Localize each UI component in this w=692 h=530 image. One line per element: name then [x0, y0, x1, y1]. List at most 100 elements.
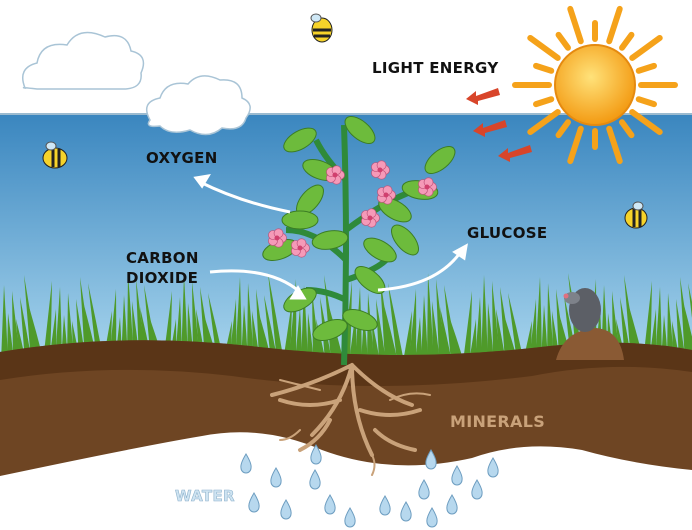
water-drop [379, 495, 391, 516]
grass-blade [448, 313, 464, 362]
grass-blade [20, 297, 32, 362]
grass-blade [529, 299, 537, 362]
sun-ray [606, 125, 623, 165]
grass-blade [547, 283, 554, 362]
grass-blade [463, 291, 472, 362]
grass-blade [388, 283, 404, 362]
process-arrows [193, 173, 468, 300]
cloud [22, 31, 145, 90]
label-carbon-dioxide: CARBON DIOXIDE [126, 248, 199, 288]
sun-ray [555, 31, 571, 51]
flower [291, 238, 310, 258]
mole [556, 288, 624, 360]
water-drop [270, 467, 282, 488]
sun-ray [527, 109, 561, 136]
sun-ray [533, 96, 555, 108]
grass-blade [481, 275, 488, 362]
grass-blade [496, 309, 506, 362]
leaf [363, 237, 397, 263]
grass-blade [684, 305, 692, 362]
water-drops [240, 444, 499, 528]
flower [377, 185, 396, 205]
leaf [281, 210, 319, 230]
grass-blade [295, 307, 302, 362]
grass-blade [487, 303, 494, 362]
sun-ray [533, 62, 555, 74]
water-drop [280, 499, 292, 520]
label-glucose: GLUCOSE [467, 224, 548, 242]
water-drop [400, 501, 412, 522]
grass-blade [7, 313, 14, 362]
grass-blade [415, 317, 422, 362]
grass-blade [508, 293, 524, 362]
label-carbon-dioxide-line1: CARBON [126, 249, 199, 267]
sun-ray [619, 31, 635, 51]
water-drop [248, 492, 260, 513]
leaf [424, 146, 456, 174]
grass-blade [432, 301, 440, 362]
sun-ray [555, 119, 571, 139]
water-drop [426, 507, 438, 528]
grass-blade [475, 297, 482, 362]
sun-ray [527, 34, 561, 61]
grass-blade [688, 283, 692, 319]
grass-blade [667, 293, 674, 362]
grass-blade [384, 305, 398, 362]
flower [418, 177, 437, 197]
leaf [312, 319, 348, 341]
grass-blade [247, 283, 254, 362]
flower [326, 165, 345, 185]
leaf [283, 127, 317, 153]
sun-ray [606, 5, 623, 45]
label-water: WATER [175, 487, 235, 506]
water-drop [451, 465, 463, 486]
water-drop [324, 494, 336, 515]
water-drop [309, 469, 321, 490]
bee [310, 13, 333, 43]
grass-blade [307, 313, 314, 362]
grass-blade [469, 319, 477, 362]
grass-blade [676, 299, 686, 362]
grass-blade [372, 321, 380, 362]
grass-blade [361, 315, 368, 362]
grass-blade [440, 307, 452, 362]
water-drop [418, 479, 430, 500]
sun-ray [567, 5, 584, 45]
water-drop [487, 457, 499, 478]
leaf [311, 230, 349, 250]
grass-blade [427, 273, 434, 362]
sun-ray [567, 125, 584, 165]
grass-blade [655, 287, 662, 362]
sun-ray [629, 34, 663, 61]
water-drop [471, 479, 483, 500]
grass-blade [127, 273, 134, 362]
grass-blade [268, 273, 284, 362]
leaf [342, 309, 378, 331]
grass-blade [421, 295, 428, 362]
sun [512, 5, 678, 165]
light-energy-arrows [466, 88, 532, 162]
flower [371, 160, 390, 180]
grass-blade [181, 275, 188, 362]
grass-blade [301, 285, 308, 362]
grass-blade [264, 295, 278, 362]
sun-ray [635, 62, 657, 74]
water-drop [425, 449, 437, 470]
water-drop [240, 453, 252, 474]
cloud [145, 75, 251, 136]
grass-blade [43, 281, 52, 362]
plant [262, 116, 456, 366]
grass-blade [55, 287, 62, 362]
flower [268, 228, 287, 248]
label-minerals: MINERALS [450, 412, 546, 431]
bee [624, 201, 648, 229]
bee [42, 141, 68, 169]
grass-blade [409, 289, 417, 362]
grass-blade [283, 301, 292, 362]
leaf [391, 224, 419, 256]
label-oxygen: OXYGEN [146, 149, 218, 167]
sun-ray [635, 96, 657, 108]
roots [270, 363, 431, 476]
